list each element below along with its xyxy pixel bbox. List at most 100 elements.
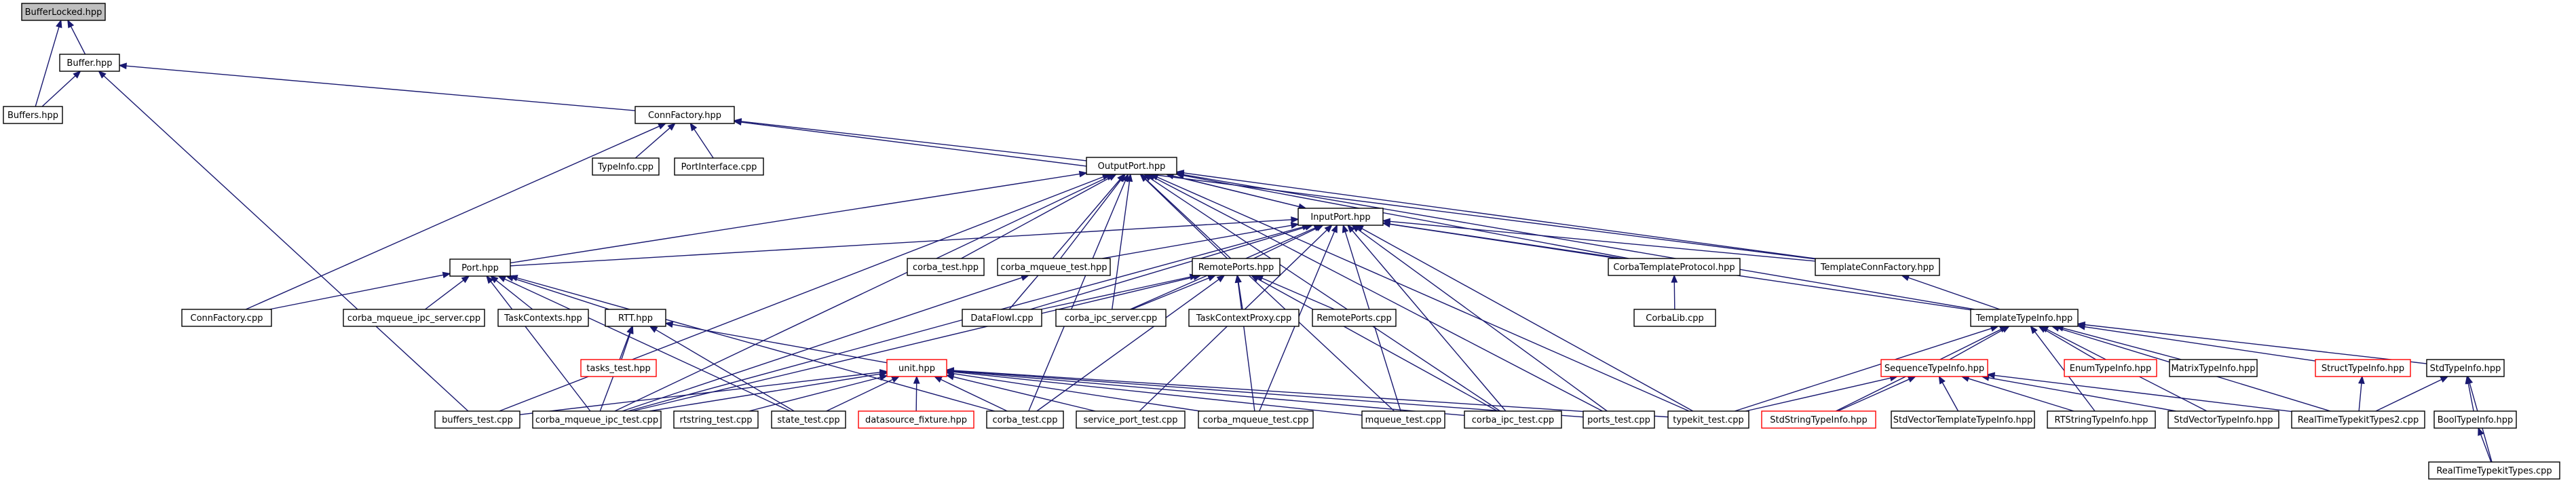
node-typeinfo_cpp[interactable]: TypeInfo.cpp (592, 157, 660, 176)
node-stdvectortemplatetypeinfo[interactable]: StdVectorTemplateTypeInfo.hpp (1891, 410, 2035, 429)
edge-structtypeinfo-to-templatetypeinfo (2077, 323, 2316, 362)
node-matrixtypeinfo[interactable]: MatrixTypeInfo.hpp (2169, 359, 2258, 377)
node-corba_mqueue_test_cpp[interactable]: corba_mqueue_test.cpp (1198, 410, 1314, 429)
node-box (2291, 410, 2425, 429)
node-box (771, 410, 846, 429)
node-inputport[interactable]: InputPort.hpp (1298, 208, 1384, 226)
node-box (2064, 359, 2157, 377)
edge-line (1949, 329, 2004, 360)
node-realtimetypekittypes2[interactable]: RealTimeTypekitTypes2.cpp (2291, 410, 2425, 429)
node-corba_test_cpp[interactable]: corba_test.cpp (986, 410, 1064, 429)
node-rtt[interactable]: RTT.hpp (605, 309, 666, 327)
edge-line (1389, 220, 1816, 262)
node-unit[interactable]: unit.hpp (886, 359, 947, 377)
node-box (1076, 410, 1186, 429)
edge-line (953, 371, 1363, 416)
node-buffer[interactable]: Buffer.hpp (59, 54, 120, 72)
node-label: Buffers.hpp (7, 111, 58, 121)
edge-line (126, 65, 636, 111)
edges-layer (35, 19, 2493, 463)
node-port_hpp[interactable]: Port.hpp (449, 258, 511, 277)
node-corba_mqueue_ipc_server[interactable]: corba_mqueue_ipc_server.cpp (343, 309, 485, 327)
node-taskcontextproxy[interactable]: TaskContextProxy.cpp (1188, 309, 1300, 327)
node-mqueue_test[interactable]: mqueue_test.cpp (1361, 410, 1445, 429)
edge-line (41, 75, 76, 107)
edge-line (2480, 434, 2492, 463)
node-templatetypeinfo[interactable]: TemplateTypeInfo.hpp (1970, 309, 2079, 327)
node-connfactory_cpp[interactable]: ConnFactory.cpp (181, 309, 272, 327)
edge-line (1745, 377, 1891, 412)
arrowhead (913, 375, 920, 384)
arrowhead (1347, 224, 1355, 233)
node-booltypeinfo[interactable]: BoolTypeInfo.hpp (2433, 410, 2517, 429)
node-enumtypeinfo[interactable]: EnumTypeInfo.hpp (2064, 359, 2157, 377)
node-taskcontexts[interactable]: TaskContexts.hpp (497, 309, 589, 327)
node-label: StdTypeInfo.hpp (2430, 364, 2501, 374)
arrowhead (1324, 224, 1333, 233)
node-box (1198, 410, 1314, 429)
node-sequencetypeinfo[interactable]: SequenceTypeInfo.hpp (1880, 359, 1988, 377)
edge-corba_mqueue_test_hpp-to-inputport (1102, 222, 1300, 259)
edge-line (504, 278, 791, 412)
node-templateconnfactory[interactable]: TemplateConnFactory.hpp (1815, 258, 1940, 276)
node-corba_test_hpp[interactable]: corba_test.hpp (907, 258, 985, 276)
edge-line (269, 274, 444, 310)
node-label: InputPort.hpp (1310, 212, 1370, 223)
arrowhead (486, 275, 494, 284)
edge-corba_mqueue_ipc_test-to-corba_mqueue_test_hpp (622, 274, 1030, 412)
node-corba_ipc_test[interactable]: corba_ipc_test.cpp (1464, 410, 1562, 429)
node-corbalib[interactable]: CorbaLib.cpp (1633, 309, 1716, 327)
node-structtypeinfo[interactable]: StructTypeInfo.hpp (2315, 359, 2411, 377)
node-stdstringtypeinfo[interactable]: StdStringTypeInfo.hpp (1761, 410, 1876, 429)
node-realtimetypekittypes[interactable]: RealTimeTypekitTypes.cpp (2428, 461, 2560, 480)
arrowhead (1175, 171, 1185, 178)
edge-line (1131, 277, 1209, 310)
node-corba_mqueue_test_hpp[interactable]: corba_mqueue_test.hpp (997, 258, 1111, 276)
node-tasks_test[interactable]: tasks_test.hpp (580, 359, 657, 377)
node-service_port_test[interactable]: service_port_test.cpp (1076, 410, 1186, 429)
edge-line (516, 277, 995, 412)
node-label: CorbaLib.cpp (1646, 313, 1703, 324)
node-portinterface_cpp[interactable]: PortInterface.cpp (674, 157, 764, 176)
edge-line (622, 277, 1023, 412)
node-rtstringtypeinfo[interactable]: RTStringTypeInfo.hpp (2047, 410, 2156, 429)
node-outputport[interactable]: OutputPort.hpp (1086, 157, 1177, 175)
edge-port_hpp-to-inputport (510, 216, 1300, 267)
edge-line (1262, 277, 1335, 310)
node-label: corba_mqueue_ipc_server.cpp (347, 313, 480, 324)
edge-ports_test-to-unit (945, 367, 1584, 418)
node-stdvectortypeinfo[interactable]: StdVectorTypeInfo.hpp (2167, 410, 2279, 429)
node-buffers[interactable]: Buffers.hpp (3, 106, 63, 124)
node-corba_mqueue_ipc_test[interactable]: corba_mqueue_ipc_test.cpp (532, 410, 662, 429)
node-ports_test[interactable]: ports_test.cpp (1583, 410, 1655, 429)
node-label: corba_test.cpp (993, 415, 1058, 425)
node-dataflowi[interactable]: DataFlowI.cpp (962, 309, 1042, 327)
node-label: corba_mqueue_ipc_test.cpp (535, 415, 658, 425)
edge-line (35, 26, 60, 107)
edge-outputport-to-connfactory_hpp (733, 118, 1087, 161)
node-remoteports_cpp[interactable]: RemotePorts.cpp (1312, 309, 1397, 327)
node-box (1633, 309, 1716, 327)
arrowhead (56, 19, 62, 28)
node-typekit_test[interactable]: typekit_test.cpp (1667, 410, 1749, 429)
node-corbatemplateprotocol[interactable]: CorbaTemplateProtocol.hpp (1608, 258, 1741, 276)
edge-typekit_test-to-unit (945, 367, 1669, 418)
node-state_test[interactable]: state_test.cpp (771, 410, 846, 429)
edge-line (510, 173, 1080, 264)
node-rtstring_test[interactable]: rtstring_test.cpp (673, 410, 759, 429)
edge-line (953, 373, 1200, 412)
node-label: BoolTypeInfo.hpp (2438, 415, 2514, 425)
node-box (605, 309, 666, 327)
edge-line (953, 376, 1096, 412)
node-corba_ipc_server[interactable]: corba_ipc_server.cpp (1055, 309, 1167, 327)
node-stdtypeinfo[interactable]: StdTypeInfo.hpp (2426, 359, 2505, 377)
node-connfactory_hpp[interactable]: ConnFactory.hpp (634, 106, 735, 124)
node-buffers_test[interactable]: buffers_test.cpp (434, 410, 520, 429)
edge-line (1166, 174, 1300, 208)
node-datasource_fixture[interactable]: datasource_fixture.hpp (858, 410, 974, 429)
arrowhead (879, 374, 888, 381)
node-remoteports_hpp[interactable]: RemotePorts.hpp (1192, 258, 1281, 276)
node-box (674, 157, 764, 176)
arrowhead (2466, 375, 2474, 385)
edge-line (1040, 276, 1191, 310)
